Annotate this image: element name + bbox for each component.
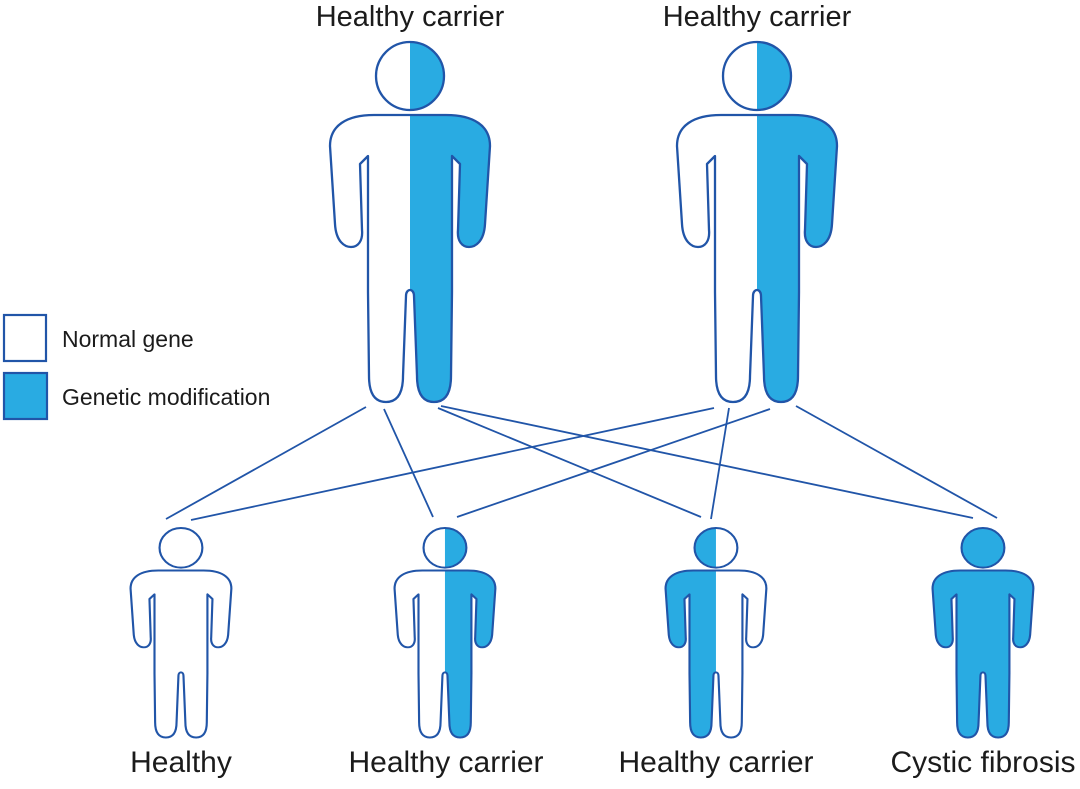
child-2-label: Healthy carrier bbox=[348, 746, 544, 779]
inheritance-lines bbox=[165, 405, 998, 521]
child-figure-3 bbox=[664, 526, 768, 739]
legend-swatch-normal-gene bbox=[2, 313, 48, 363]
inheritance-line-p2-c2 bbox=[456, 408, 771, 518]
child-figure-4 bbox=[931, 526, 1035, 739]
parent-2-label: Healthy carrier bbox=[662, 1, 852, 33]
child-4-label: Cystic fibrosis bbox=[890, 746, 1076, 779]
inheritance-line-p1-c2 bbox=[383, 408, 434, 518]
inheritance-line-p2-c3 bbox=[710, 407, 730, 520]
inheritance-line-p1-c3 bbox=[437, 407, 702, 518]
parent-1-label: Healthy carrier bbox=[315, 1, 505, 33]
inheritance-line-p2-c4 bbox=[795, 405, 998, 519]
child-3-label: Healthy carrier bbox=[618, 746, 814, 779]
person-silhouette bbox=[130, 528, 232, 738]
person-silhouette bbox=[932, 528, 1034, 738]
inheritance-line-p2-c1 bbox=[190, 407, 715, 521]
legend-label-normal-gene: Normal gene bbox=[62, 326, 194, 352]
inheritance-line-p1-c1 bbox=[165, 406, 367, 520]
legend-swatch-genetic-modification bbox=[2, 371, 49, 421]
child-figure-1 bbox=[129, 526, 233, 739]
child-figure-2 bbox=[393, 526, 497, 739]
child-1-label: Healthy bbox=[130, 746, 232, 779]
legend bbox=[2, 313, 49, 421]
parent-figure-1 bbox=[328, 40, 492, 404]
legend-label-genetic-modification: Genetic modification bbox=[62, 384, 271, 410]
parent-figure-2 bbox=[675, 40, 839, 404]
inheritance-line-p1-c4 bbox=[440, 405, 974, 519]
